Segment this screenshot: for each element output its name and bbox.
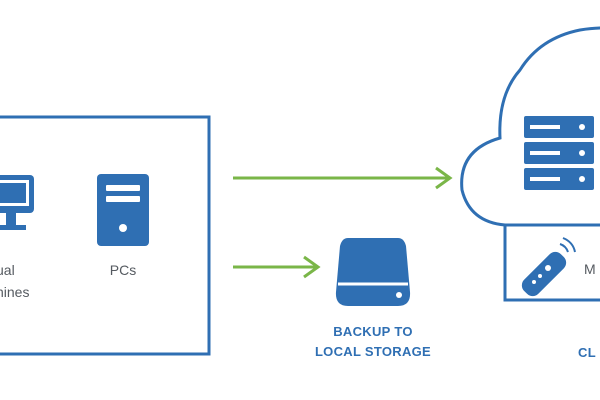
local-storage-caption: BACKUP TO LOCAL STORAGE [298,322,448,362]
local-storage-caption-line2: LOCAL STORAGE [314,344,432,359]
remote-control-icon [521,237,576,297]
server-rack-icon [524,116,594,190]
hard-drive-icon [335,238,411,306]
cloud-device-label: M [584,261,596,277]
monitor-icon [0,175,34,230]
pc-tower-icon [97,174,149,246]
cloud-shape [460,26,600,302]
vm-label-line2: hines [0,284,30,300]
local-storage-caption-line1: BACKUP TO [333,324,413,339]
pcs-label: PCs [109,262,137,278]
sources-box [0,115,211,356]
cloud-caption: CL [578,345,596,360]
virtual-machines-label: ual hines [0,259,46,303]
arrow-to-local [233,255,321,279]
arrow-to-cloud [233,166,453,190]
vm-label-line1: ual [0,262,15,278]
